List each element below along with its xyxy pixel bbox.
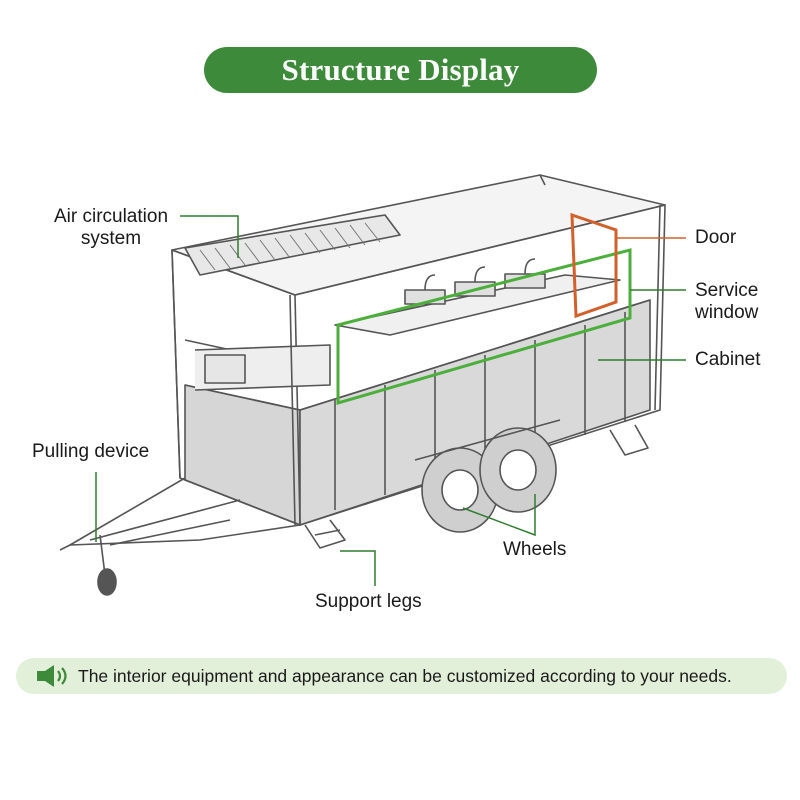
service-window-label-line2: window bbox=[695, 302, 759, 323]
customization-note-banner: The interior equipment and appearance ca… bbox=[16, 658, 787, 694]
cabinet-label: Cabinet bbox=[695, 349, 761, 370]
service-window-label-line1: Service bbox=[695, 280, 759, 301]
speaker-icon bbox=[37, 665, 67, 687]
air-circulation-label-line1: Air circulation bbox=[53, 206, 169, 227]
air-circulation-leader bbox=[180, 215, 239, 258]
wheels-leader bbox=[462, 494, 536, 537]
service-window-highlight bbox=[336, 248, 632, 405]
support-legs-label: Support legs bbox=[315, 591, 422, 612]
door-highlight bbox=[570, 212, 618, 319]
air-circulation-label-line2: system bbox=[80, 228, 142, 249]
wheels-label: Wheels bbox=[503, 539, 567, 560]
air-circulation-label: Air circulation system bbox=[47, 206, 175, 250]
support-legs-leader bbox=[340, 550, 376, 586]
service-window-label: Service window bbox=[695, 280, 758, 324]
page-title: Structure Display bbox=[281, 52, 520, 87]
customization-note-text: The interior equipment and appearance ca… bbox=[78, 665, 732, 686]
pulling-device-label: Pulling device bbox=[32, 441, 150, 462]
title-banner: Structure Display bbox=[204, 47, 597, 93]
leader-lines bbox=[95, 215, 686, 586]
door-label: Door bbox=[695, 227, 737, 248]
trailer-drawing bbox=[59, 174, 666, 596]
